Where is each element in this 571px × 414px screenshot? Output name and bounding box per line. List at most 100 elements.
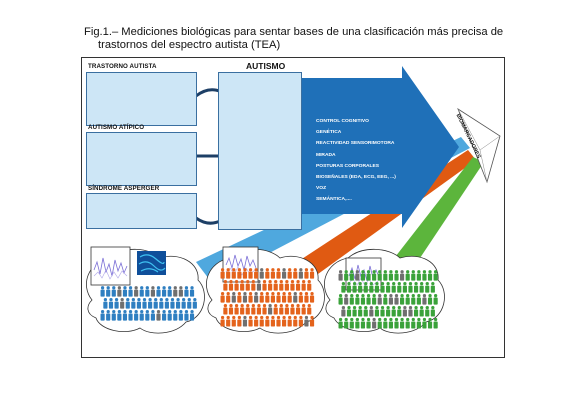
person-icon [363, 282, 368, 293]
person-icon [408, 282, 413, 293]
person-icon [181, 298, 186, 309]
person-icon [284, 303, 289, 315]
person-icon [293, 315, 298, 327]
person-icon [128, 309, 133, 321]
person-icon [416, 270, 421, 281]
person-icon [245, 280, 250, 291]
person-icon [148, 298, 153, 309]
person-icon [349, 317, 354, 329]
person-icon [372, 293, 377, 305]
measure-item: BIOSEÑALES (EDA, ECG, EEG, ...) [316, 175, 396, 181]
person-icon [103, 298, 108, 309]
person-icon [405, 317, 410, 329]
person-icon [397, 305, 402, 317]
person-icon [150, 309, 155, 321]
person-icon [411, 293, 416, 305]
person-icon [268, 280, 273, 291]
person-icon [159, 298, 164, 309]
person-icon [338, 270, 343, 281]
person-icon [346, 305, 352, 317]
person-icon [427, 317, 433, 329]
person-icon [363, 305, 368, 317]
person-icon [304, 291, 309, 303]
person-icon [304, 268, 309, 279]
person-icon [270, 315, 275, 327]
person-icon [304, 315, 309, 327]
person-icon [175, 298, 181, 309]
person-icon [106, 286, 111, 297]
person-icon [287, 291, 292, 303]
person-icon [223, 303, 228, 315]
person-icon [366, 270, 371, 281]
person-icon [251, 280, 256, 291]
label-autismo: AUTISMO [246, 61, 286, 71]
person-icon [301, 280, 306, 291]
person-icon [411, 270, 416, 281]
person-icon [413, 305, 419, 317]
person-icon [254, 291, 259, 303]
person-icon [242, 315, 248, 327]
plot-thumbnail-left [90, 246, 131, 286]
person-icon [254, 268, 259, 279]
panel-autismo [218, 72, 302, 230]
person-icon [265, 315, 270, 327]
person-icon [405, 293, 410, 305]
person-icon [134, 286, 139, 297]
person-icon [360, 293, 366, 305]
person-icon [259, 291, 264, 303]
person-icon [360, 270, 366, 281]
person-icon [430, 305, 435, 317]
person-icon [111, 286, 116, 297]
person-icon [234, 303, 239, 315]
person-icon [287, 268, 292, 279]
person-icon [352, 282, 357, 293]
person-icon [427, 293, 433, 305]
person-icon [377, 270, 382, 281]
person-icon [309, 268, 315, 279]
person-icon [259, 268, 264, 279]
person-icon [265, 291, 270, 303]
person-icon [128, 286, 133, 297]
person-icon [125, 298, 130, 309]
person-icon [383, 317, 388, 329]
person-icon [220, 291, 225, 303]
person-icon [388, 270, 393, 281]
person-icon [287, 315, 292, 327]
person-icon [187, 298, 192, 309]
person-icon [419, 282, 424, 293]
person-icon [100, 286, 105, 297]
person-icon [167, 309, 172, 321]
person-icon [419, 305, 424, 317]
label-trastorno-autista: TRASTORNO AUTISTA [88, 63, 157, 70]
person-icon [358, 282, 363, 293]
person-icon [360, 317, 366, 329]
person-icon [307, 280, 312, 291]
label-autismo-atipico: AUTISMO ATÍPICO [88, 124, 145, 131]
person-icon [372, 317, 377, 329]
person-icon [400, 317, 405, 329]
person-icon [369, 305, 374, 317]
person-icon [254, 315, 259, 327]
person-icon [268, 303, 273, 315]
person-icon [276, 291, 281, 303]
person-icon [344, 317, 349, 329]
person-icon [394, 270, 399, 281]
person-icon [164, 298, 169, 309]
person-icon [430, 282, 435, 293]
person-icon [262, 303, 267, 315]
person-icon [114, 298, 119, 309]
person-icon [276, 315, 281, 327]
person-icon [131, 298, 136, 309]
person-icon [153, 298, 158, 309]
person-icon [402, 282, 407, 293]
person-icon [309, 315, 315, 327]
person-icon [156, 286, 161, 297]
person-icon [100, 309, 105, 321]
person-icon [184, 286, 189, 297]
person-icon [240, 280, 245, 291]
person-icon [355, 270, 360, 281]
person-icon [433, 270, 438, 281]
eeg-map-thumbnail [137, 251, 166, 275]
person-icon [167, 286, 172, 297]
person-icon [184, 309, 189, 321]
